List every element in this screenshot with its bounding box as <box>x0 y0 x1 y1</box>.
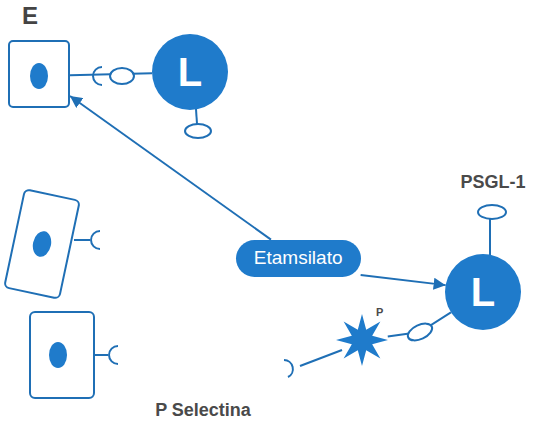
lymphocyte-circle: L <box>445 254 521 330</box>
selectin-star: P <box>336 314 388 366</box>
node-label: Etamsilato <box>254 247 343 270</box>
part-label: PSGL-1 <box>460 172 525 193</box>
receptor-ellipse <box>185 124 211 138</box>
endothelial-cell <box>30 312 94 398</box>
receptor-stalk <box>489 219 491 255</box>
drug-pill: Etamsilato <box>236 240 361 277</box>
psgl1-receptor <box>405 320 434 344</box>
endothelial-cell: E <box>8 40 70 108</box>
receptor-stalk <box>196 109 197 124</box>
receptor-cup <box>91 231 100 249</box>
node-label: L <box>178 52 202 92</box>
selectin-label: P <box>376 306 383 318</box>
node-label: L <box>471 272 495 312</box>
action-arrow <box>70 96 271 240</box>
receptor-cup <box>93 67 102 85</box>
receptor-cup <box>109 346 118 364</box>
action-arrow <box>361 275 446 285</box>
receptor-stem <box>94 354 108 356</box>
receptor-ellipse <box>110 68 134 84</box>
receptor-cup <box>284 360 293 377</box>
lymphocyte-circle: L <box>152 34 228 110</box>
part-label: P Selectina <box>155 400 251 421</box>
selectin-stem <box>300 350 342 366</box>
receptor-stem <box>74 239 90 241</box>
cell-label: E <box>22 2 38 30</box>
nucleus <box>49 342 67 368</box>
endothelial-cell <box>4 189 80 298</box>
nucleus <box>30 63 48 89</box>
psgl1-receptor <box>478 205 506 219</box>
star-shape <box>336 314 388 366</box>
